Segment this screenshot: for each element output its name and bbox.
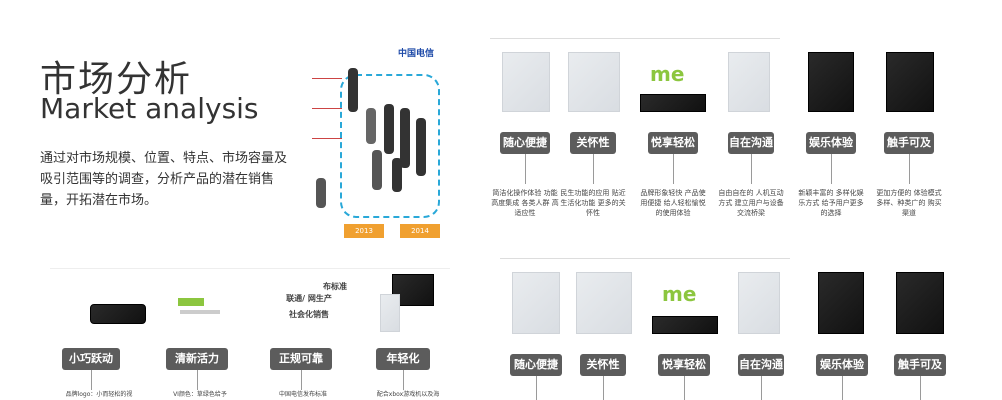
feature-screenshot	[502, 52, 550, 112]
feature-tag: 自在沟通	[728, 132, 774, 154]
feature-screenshot	[512, 272, 560, 334]
feature-tag: 娱乐体验	[806, 132, 856, 154]
feature-screenshot	[728, 52, 770, 112]
feature-screenshot	[886, 52, 934, 112]
feature-tag: 悦享轻松	[658, 354, 710, 376]
page-title-cn: 市场分析	[40, 59, 193, 100]
feature-screenshot	[896, 272, 944, 334]
bottom-text: 联通/ 网生产	[286, 294, 332, 303]
remote-image	[400, 108, 410, 168]
remote-image	[348, 68, 358, 112]
feature-panel-bottom-right: me 随心便捷 关怀性 悦享轻松 自在沟通 娱乐体验 触手可及	[500, 258, 960, 400]
feature-panel-top: me 随心便捷 关怀性 悦享轻松 自在沟通 娱乐体验 触手可及 简洁化操作体验 …	[490, 38, 950, 244]
feature-tag: 悦享轻松	[648, 132, 698, 154]
device-image	[380, 294, 400, 332]
year-2013: 2013	[344, 224, 384, 238]
remote-image	[392, 158, 402, 192]
feature-tag: 自在沟通	[738, 354, 784, 376]
remote-image	[384, 104, 394, 154]
feature-panel-bottom-left: 布标准 联通/ 网生产 社会化销售 小巧跃动 清新活力 正规可靠 年轻化 品牌l…	[50, 268, 450, 400]
device-image	[90, 304, 146, 324]
feature-caption: 自由自在的 人机互动方式 建立用户与设备 交流桥梁	[718, 189, 784, 217]
feature-screenshot	[568, 52, 620, 112]
feature-caption: 新颖丰富的 多样化娱乐方式 给予用户更多 的选择	[798, 189, 864, 217]
feature-tag: 娱乐体验	[816, 354, 868, 376]
product-figure: 中国电信 2013 2014	[312, 38, 442, 240]
feature-tag: 年轻化	[376, 348, 430, 370]
bottom-text: 布标准	[323, 282, 347, 291]
me-logo: me	[662, 282, 697, 306]
remote-image	[316, 178, 326, 208]
feature-caption: 配合xbox游戏机以及海	[376, 391, 440, 398]
page-description: 通过对市场规模、位置、特点、市场容量及吸引范围等的调查，分析产品的潜在销售量，开…	[40, 151, 288, 208]
feature-caption: 品牌logo：小而轻松的视	[65, 391, 133, 398]
feature-screenshot	[640, 94, 706, 112]
feature-screenshot	[652, 316, 718, 334]
feature-tag: 清新活力	[166, 348, 228, 370]
page-title-en: Market analysis	[40, 92, 259, 125]
feature-tag: 正规可靠	[270, 348, 332, 370]
feature-screenshot	[738, 272, 780, 334]
feature-caption: 民生功能的应用 贴近生活化功能 更多的关怀性	[560, 189, 626, 217]
dashed-frame	[340, 74, 440, 218]
feature-screenshot	[818, 272, 864, 334]
feature-screenshot	[808, 52, 854, 112]
feature-tag: 关怀性	[580, 354, 626, 376]
feature-tag: 随心便捷	[500, 132, 550, 154]
feature-screenshot	[576, 272, 632, 334]
feature-caption: 更加方便的 体验模式 多样、种类广的 购买渠道	[876, 189, 942, 217]
feature-tag: 触手可及	[884, 132, 934, 154]
brand-logo: 中国电信	[398, 49, 435, 59]
bottom-text: 社会化销售	[289, 310, 329, 319]
feature-tag: 关怀性	[570, 132, 616, 154]
feature-caption: 中国电信发布标准	[278, 391, 327, 398]
remote-image	[372, 150, 382, 190]
feature-caption: 品牌形象轻快 产品使用便捷 给人轻松愉悦 的使用体验	[640, 189, 706, 217]
feature-caption: VI颜色：草绿色给予	[173, 391, 227, 398]
year-2014: 2014	[400, 224, 440, 238]
remote-image	[416, 118, 426, 176]
feature-tag: 触手可及	[894, 354, 946, 376]
feature-tag: 小巧跃动	[62, 348, 120, 370]
me-logo: me	[650, 62, 685, 86]
feature-tag: 随心便捷	[510, 354, 562, 376]
feature-caption: 简洁化操作体验 功能高度集成 各类人群 高适应性	[491, 189, 559, 217]
remote-image	[366, 108, 376, 144]
